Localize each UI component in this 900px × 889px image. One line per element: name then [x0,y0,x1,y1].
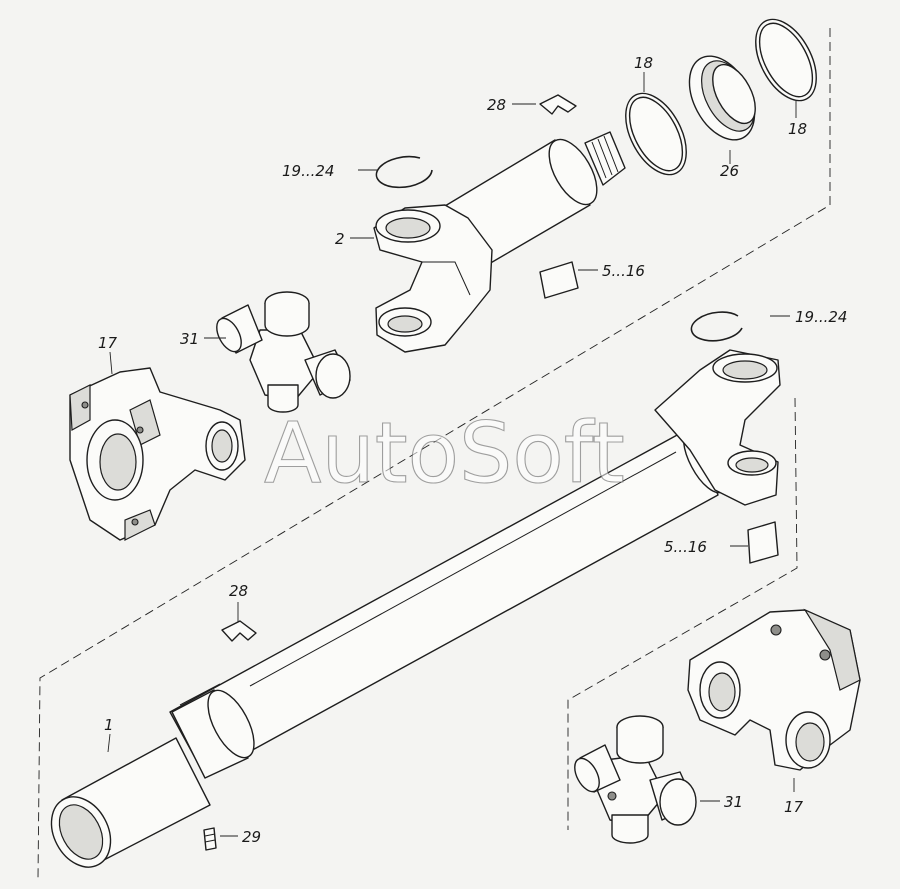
callout-28-top: 28 [487,96,506,114]
snap-ring-parts [375,155,743,342]
callout-labels: 28 18 18 26 19...24 2 5...16 31 17 19...… [98,54,847,846]
callout-31-bottom: 31 [724,793,743,811]
callout-29: 29 [242,828,261,846]
callout-17-bottom: 17 [784,798,804,816]
tube-yoke-part [654,349,781,506]
callout-18-mid: 18 [634,54,653,72]
o-ring-parts [625,18,817,176]
callout-5-16-top: 5...16 [602,262,645,280]
callout-28-bottom: 28 [229,582,248,600]
slip-yoke-part [373,131,626,353]
leader-lines [107,72,797,837]
balance-plate-parts [539,261,779,564]
clip-plate-parts [221,94,577,642]
grease-nipple-part [203,827,217,851]
callout-17-left: 17 [98,334,118,352]
assembly-boundary-bottom [567,397,798,830]
cross-spider-bottom-part [574,715,697,844]
callout-31-top: 31 [180,330,199,348]
callout-5-16-bottom: 5...16 [664,538,707,556]
flange-yoke-left-part [69,367,246,541]
callout-19-24-right: 19...24 [795,308,847,326]
callout-18-right: 18 [788,120,807,138]
callout-1: 1 [104,716,114,734]
callout-2: 2 [335,230,345,248]
callout-26: 26 [720,162,739,180]
flange-yoke-right-part [687,608,861,771]
cross-spider-top-part [216,291,351,413]
watermark-text: AutoSoft [264,404,625,502]
assembly-boundary-top [37,28,831,879]
callout-19-24-top: 19...24 [282,162,334,180]
seal-boot-part [688,55,756,141]
